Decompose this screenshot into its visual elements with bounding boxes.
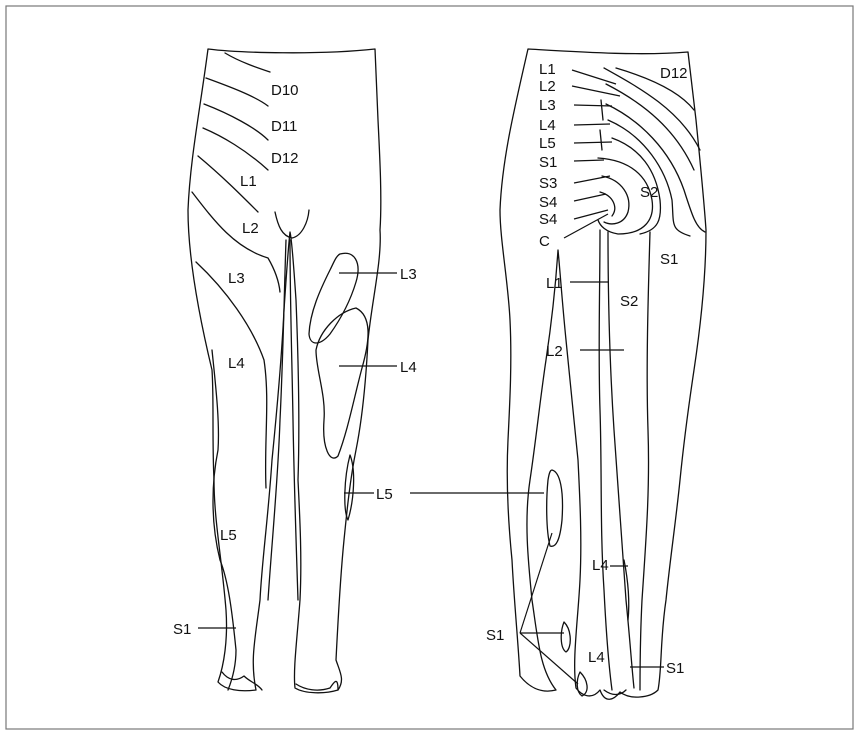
label-l1-thigh: L1 — [546, 275, 563, 292]
label-s2-thigh: S2 — [620, 293, 638, 310]
label-l4: L4 — [228, 355, 245, 372]
label-l3: L3 — [228, 270, 245, 287]
label-s2-buttock: S2 — [640, 184, 658, 201]
label-l5: L5 — [220, 527, 237, 544]
label-l5: L5 — [539, 135, 556, 152]
label-s1-heel: S1 — [666, 660, 684, 677]
figure-frame — [6, 6, 853, 729]
label-l1: L1 — [539, 61, 556, 78]
label-l2: L2 — [539, 78, 556, 95]
label-d12: D12 — [271, 150, 299, 167]
label-s4-lower: S4 — [539, 211, 557, 228]
label-l2: L2 — [242, 220, 259, 237]
label-s1-foot: S1 — [486, 627, 504, 644]
label-s1: S1 — [539, 154, 557, 171]
label-d10: D10 — [271, 82, 299, 99]
label-l1: L1 — [240, 173, 257, 190]
label-s1: S1 — [173, 621, 191, 638]
label-d11: D11 — [271, 118, 297, 135]
label-s1-thigh: S1 — [660, 251, 678, 268]
label-c: C — [539, 233, 550, 250]
label-s3: S3 — [539, 175, 557, 192]
label-l5-calf: L5 — [376, 486, 393, 503]
label-l3-knee: L3 — [400, 266, 417, 283]
label-l4-calf: L4 — [592, 557, 609, 574]
label-s4-upper: S4 — [539, 194, 557, 211]
label-l4-foot: L4 — [588, 649, 605, 666]
label-l4: L4 — [539, 117, 556, 134]
label-l4-knee: L4 — [400, 359, 417, 376]
label-l3: L3 — [539, 97, 556, 114]
label-l2-thigh: L2 — [546, 343, 563, 360]
label-d12: D12 — [660, 65, 688, 82]
